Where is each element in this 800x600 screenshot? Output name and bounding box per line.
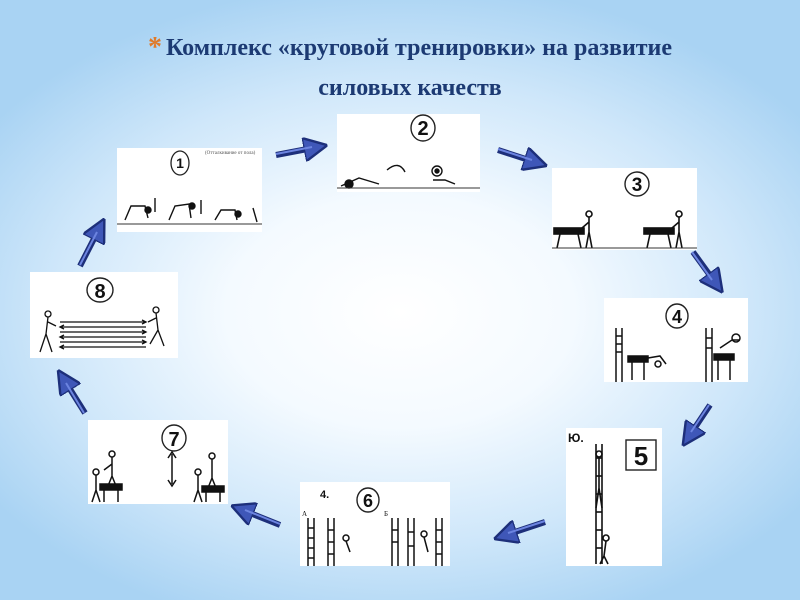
arrow-6-to-7: [240, 509, 282, 528]
station-3-number-circle: [624, 171, 650, 197]
title-line-2: силовых качеств: [318, 75, 502, 101]
station-2-number: 2: [417, 118, 428, 140]
station-1-number: 1: [176, 155, 184, 171]
station-7-number: 7: [168, 429, 179, 451]
arrow-7-to-8: [63, 378, 88, 415]
station-8-number: 8: [94, 281, 105, 303]
bullet-star: *: [147, 32, 162, 63]
station-6-figures: [307, 518, 443, 566]
station-5-number-box: [625, 439, 657, 471]
station-8-card: 8: [30, 272, 178, 358]
station-5-number: 5: [634, 441, 648, 471]
arrow-1-to-2: [275, 147, 318, 155]
station-7-figures: [91, 450, 225, 503]
station-1-card: 1 (Отталкивание от пола): [117, 148, 262, 232]
station-4-number-circle: [665, 303, 689, 329]
station-7-number-circle: [161, 424, 187, 452]
station-1-caption: (Отталкивание от пола): [205, 151, 256, 156]
arrow-3-to-4: [690, 250, 717, 285]
station-6-label-a: А: [302, 510, 307, 518]
station-3-figures: [553, 210, 683, 249]
slide-title: *Комплекс «круговой тренировки» на разви…: [60, 28, 760, 108]
station-1-number-circle: [170, 150, 190, 176]
arrow-4-to-5: [688, 403, 713, 438]
station-6-card: 4. 6 А Б: [300, 482, 450, 566]
station-3-number: 3: [632, 175, 643, 196]
station-6-marker: 4.: [320, 489, 329, 501]
title-line-1: *Комплекс «круговой тренировки» на разви…: [147, 32, 673, 63]
station-1-figures: [124, 198, 258, 223]
arrow-5-to-6: [503, 519, 546, 536]
station-2-number-circle: [410, 114, 436, 142]
station-4-card: 4: [604, 298, 748, 382]
station-5-card: Ю. 5: [566, 428, 662, 566]
station-5-figures: [595, 444, 610, 565]
arrow-8-to-1: [77, 227, 100, 268]
station-3-card: 3: [552, 168, 697, 250]
station-7-card: 7: [88, 420, 228, 504]
station-2-card: 2: [337, 114, 480, 192]
station-8-number-circle: [86, 277, 114, 303]
station-5-tag: Ю.: [568, 431, 584, 445]
arrow-2-to-3: [497, 150, 538, 163]
station-6-number: 6: [363, 491, 373, 511]
station-2-figures: [340, 164, 456, 189]
station-6-number-circle: [356, 487, 380, 513]
station-4-number: 4: [672, 307, 682, 327]
station-8-figures: [39, 306, 165, 353]
station-6-label-b: Б: [384, 510, 388, 518]
station-4-figures: [615, 328, 741, 382]
